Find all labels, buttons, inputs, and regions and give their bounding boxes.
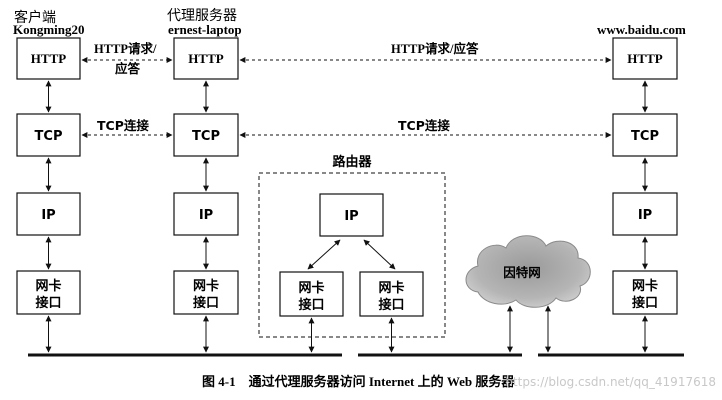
client-nic-line1: 网卡 <box>35 278 61 294</box>
client-tcp-box <box>16 113 81 157</box>
http-link-proxy-server-label: HTTP请求/应答 <box>391 41 479 56</box>
proxy-stack: HTTP TCP IP 网卡 接口 <box>173 37 239 353</box>
client-ip-label: IP <box>41 208 55 223</box>
server-tcp-box <box>612 113 678 157</box>
proxy-tcp-label: TCP <box>192 129 220 144</box>
proxy-name: ernest-laptop <box>168 22 242 37</box>
proxy-http-box <box>173 37 239 80</box>
client-label-cn: 客户端 <box>14 9 56 26</box>
server-stack: HTTP TCP IP 网卡 接口 <box>612 37 678 353</box>
proxy-nic-box <box>173 270 239 315</box>
server-ip-label: IP <box>638 208 652 223</box>
proxy-http-label: HTTP <box>188 51 223 66</box>
proxy-nic-line1: 网卡 <box>193 278 219 294</box>
router-nic-right-line2: 接口 <box>378 297 404 313</box>
router-ip-label: IP <box>344 209 358 224</box>
router-nic-right-line1: 网卡 <box>378 280 404 296</box>
server-nic-line1: 网卡 <box>632 278 658 294</box>
client-nic-box <box>16 270 81 315</box>
proxy-label-cn: 代理服务器 <box>167 8 237 24</box>
client-stack: HTTP TCP IP 网卡 接口 <box>16 37 81 353</box>
proxy-ip-label: IP <box>199 208 213 223</box>
server-nic-box <box>612 270 678 315</box>
client-tcp-label: TCP <box>35 129 63 144</box>
router-ip-to-right-nic-arrow <box>363 239 396 270</box>
client-nic-line2: 接口 <box>35 295 61 311</box>
server-tcp-label: TCP <box>631 129 659 144</box>
server-http-label: HTTP <box>627 51 662 66</box>
http-link-client-proxy-label-2: 应答 <box>115 61 141 76</box>
router-nic-left-line1: 网卡 <box>298 280 324 296</box>
router-nic-left-box <box>279 271 344 317</box>
internet-cloud: 因特网 <box>465 235 591 353</box>
router-nic-left-line2: 接口 <box>298 297 324 313</box>
server-name: www.baidu.com <box>597 22 686 37</box>
tcp-link-proxy-server-label: TCP连接 <box>398 118 450 133</box>
client-http-label: HTTP <box>31 51 66 66</box>
tcp-link-client-proxy-label: TCP连接 <box>97 118 149 133</box>
proxy-ip-box <box>173 192 239 236</box>
router-nic-right-box <box>359 271 424 317</box>
client-http-box <box>16 37 81 80</box>
router-title: 路由器 <box>332 154 372 170</box>
server-nic-line2: 接口 <box>632 295 658 311</box>
client-name: Kongming20 <box>13 22 85 37</box>
server-ip-box <box>612 192 678 236</box>
server-http-box <box>612 37 678 80</box>
router-group: 路由器 IP 网卡 接口 网卡 接口 <box>258 154 446 353</box>
internet-cloud-shape <box>465 235 591 308</box>
router-ip-box <box>319 193 384 237</box>
watermark: https://blog.csdn.net/qq_41917618 <box>505 375 716 389</box>
proxy-nic-line2: 接口 <box>193 295 219 311</box>
internet-cloud-label: 因特网 <box>503 265 541 280</box>
http-link-client-proxy-label-1: HTTP请求/ <box>94 41 157 56</box>
client-ip-box <box>16 192 81 236</box>
router-dashed-frame <box>258 172 446 338</box>
proxy-tcp-box <box>173 113 239 157</box>
router-ip-to-left-nic-arrow <box>307 239 341 270</box>
figure-caption: 图 4-1 通过代理服务器访问 Internet 上的 Web 服务器 <box>202 374 515 389</box>
